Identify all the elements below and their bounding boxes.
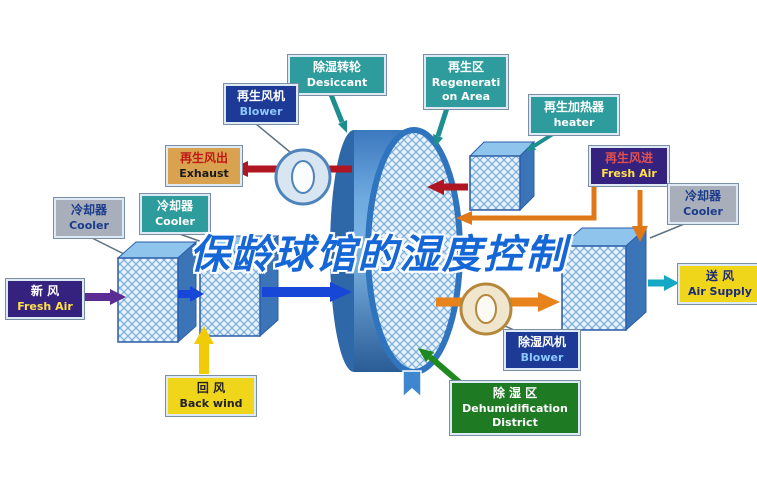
cooler-right-zh-text: 冷却器 xyxy=(684,189,721,203)
regen-blower-en-text: Blower xyxy=(239,104,283,118)
dehum-blower-en-text: Blower xyxy=(520,350,564,364)
page-title: 保龄球馆的湿度控制 xyxy=(189,232,568,278)
fresh-air-en-text: Fresh Air xyxy=(17,299,73,313)
cooler-mid-zh-text: 冷却器 xyxy=(156,199,193,213)
back-wind-en-text: Back wind xyxy=(179,396,243,410)
regen-inlet-orange-path xyxy=(456,186,597,225)
regen-heater-en-text: heater xyxy=(553,115,595,129)
label-dehum-blower: 除湿风机 Blower xyxy=(504,330,580,370)
dehum-fan-icon xyxy=(459,282,513,336)
label-fresh-air: 新 风 Fresh Air xyxy=(6,279,84,319)
process-air-arrow-mid xyxy=(178,286,204,302)
exhaust-en-text: Exhaust xyxy=(179,166,229,180)
regen-area-en-text: Regeneration Area xyxy=(431,75,501,103)
regen-fan-icon xyxy=(274,148,332,206)
label-exhaust: 再生风出 Exhaust xyxy=(166,146,242,186)
desiccant-pointer-arrow xyxy=(327,91,347,133)
regen-area-zh-text: 再生区 xyxy=(447,60,484,74)
cooler-left-en-text: Cooler xyxy=(69,218,109,232)
label-cooler-mid: 冷却器 Cooler xyxy=(140,194,210,234)
regen-area-pointer-arrow xyxy=(433,107,450,147)
air-supply-arrow xyxy=(648,275,679,291)
desiccant-zh-text: 除湿转轮 xyxy=(312,60,361,74)
right-unit-orange-arrow xyxy=(632,190,648,242)
label-regen-heater: 再生加热器 heater xyxy=(529,95,619,135)
dehum-district-en-text: Dehumidification District xyxy=(462,401,568,429)
regen-air-arrow-right xyxy=(427,179,468,195)
label-cooler-right: 冷却器 Cooler xyxy=(668,184,738,224)
label-desiccant-wheel: 除湿转轮 Desiccant xyxy=(288,55,386,95)
exhaust-zh-text: 再生风出 xyxy=(179,151,228,165)
regen-heater-zh-text: 再生加热器 xyxy=(543,100,604,114)
label-air-supply: 送 风 Air Supply xyxy=(678,264,757,304)
process-air-arrow-main xyxy=(262,282,352,302)
regen-fresh-air-en-text: Fresh Air xyxy=(601,166,657,180)
return-air-arrow xyxy=(194,326,214,374)
air-supply-en-text: Air Supply xyxy=(688,284,752,298)
cooler-left-zh-text: 冷却器 xyxy=(70,203,107,217)
regen-blower-zh-text: 再生风机 xyxy=(236,89,285,103)
desiccant-en-text: Desiccant xyxy=(306,75,368,89)
cooler-right-en-text: Cooler xyxy=(683,204,723,218)
fresh-air-zh-text: 新 风 xyxy=(30,284,60,298)
air-supply-zh-text: 送 风 xyxy=(705,269,735,283)
back-wind-zh-text: 回 风 xyxy=(196,381,226,395)
label-cooler-left: 冷却器 Cooler xyxy=(54,198,124,238)
heater-cube xyxy=(468,140,536,212)
ribbon xyxy=(402,370,422,399)
label-dehumidification-district: 除 湿 区 Dehumidification District xyxy=(450,381,580,436)
label-regeneration-area: 再生区 Regeneration Area xyxy=(424,55,508,110)
label-back-wind: 回 风 Back wind xyxy=(166,376,256,416)
label-regen-fresh-air: 再生风进 Fresh Air xyxy=(589,146,669,186)
cooling-coil-unit-left-b xyxy=(198,234,280,338)
dehum-district-zh-text: 除 湿 区 xyxy=(492,386,538,400)
regen-fresh-air-zh-text: 再生风进 xyxy=(604,151,653,165)
cooling-coil-unit-right xyxy=(560,226,648,332)
cooler-mid-en-text: Cooler xyxy=(155,214,195,228)
dehum-blower-zh-text: 除湿风机 xyxy=(517,335,566,349)
label-regen-blower: 再生风机 Blower xyxy=(224,84,298,124)
